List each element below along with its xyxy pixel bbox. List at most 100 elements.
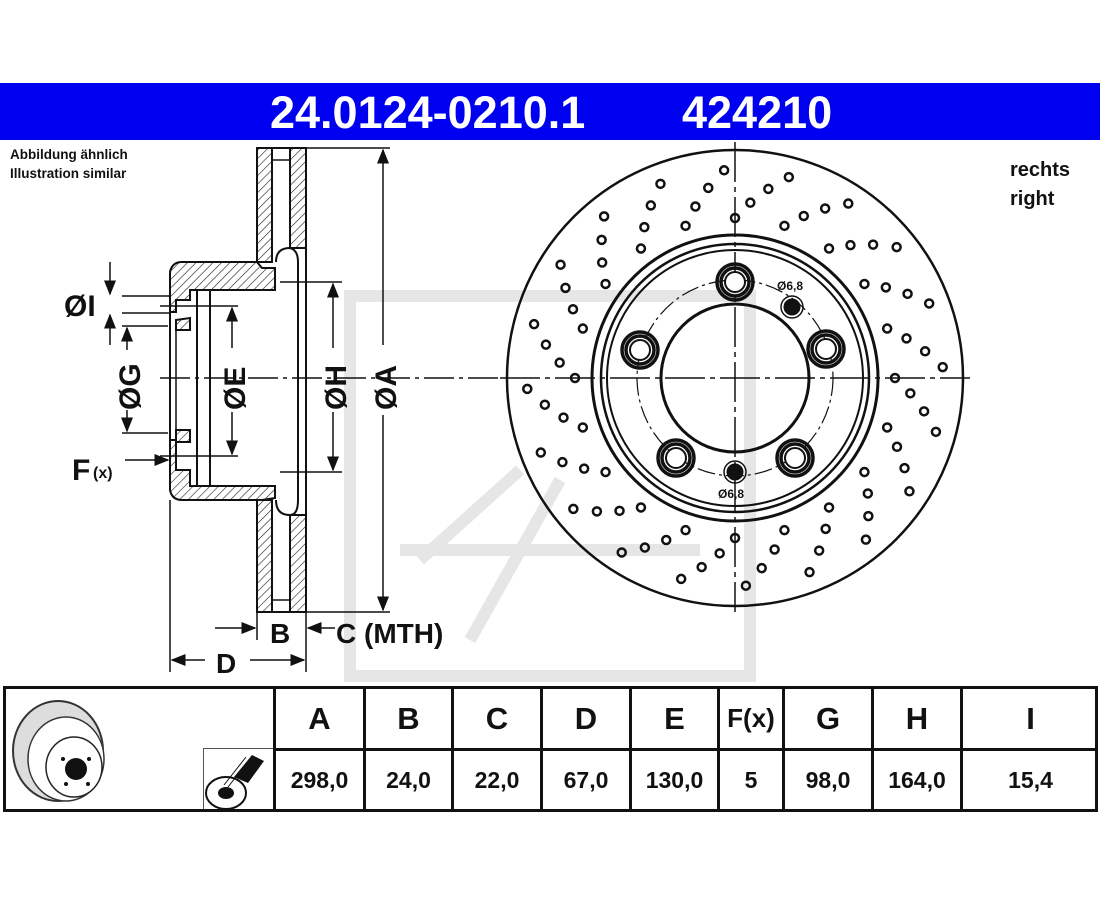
drilled-hole	[891, 441, 903, 453]
bolt-hole	[656, 438, 696, 478]
bolt-hole	[620, 330, 660, 370]
drilled-hole	[635, 502, 647, 513]
drilled-hole	[823, 243, 835, 254]
drilled-hole	[798, 210, 810, 222]
drilled-hole	[675, 573, 687, 585]
drilled-hole	[558, 412, 569, 423]
drilled-hole	[930, 426, 942, 438]
drilled-hole	[568, 503, 579, 515]
header-bar: 24.0124-0210.1 424210	[0, 83, 1100, 140]
table-value-6: 98,0	[782, 748, 871, 809]
label-dia-e: ØE	[219, 367, 252, 410]
drilled-hole	[899, 462, 910, 474]
table-header-4: E	[629, 689, 717, 748]
drilled-hole	[718, 165, 730, 176]
drilled-hole	[880, 282, 892, 293]
note-en: Illustration similar	[10, 166, 127, 181]
drilled-hole	[690, 201, 701, 212]
table-image-cell	[6, 689, 273, 810]
disc-cross-section	[169, 147, 307, 613]
label-f-sub: (x)	[93, 465, 113, 482]
drilled-hole	[919, 346, 931, 357]
drilled-hole	[639, 542, 651, 553]
watermark-logo	[344, 290, 756, 682]
drilled-hole	[714, 548, 725, 559]
dimension-labels: ØI ØG ØE ØH ØA F (x) B C (MTH) D	[64, 290, 443, 679]
table-value-7: 164,0	[871, 748, 960, 809]
drilled-hole	[660, 534, 672, 546]
drilled-hole	[555, 259, 566, 270]
drilled-hole	[554, 357, 565, 368]
spray-can-icon	[203, 748, 273, 810]
table-value-5: 5	[717, 748, 782, 809]
table-header-5: F(x)	[717, 689, 782, 748]
bolt-hole	[775, 438, 815, 478]
table-value-8: 15,4	[960, 748, 1098, 809]
technical-drawing: ØI ØG ØE ØH ØA F (x) B C (MTH) D Ø6,8 Ø6…	[64, 142, 970, 682]
drilled-hole	[881, 323, 893, 334]
drilled-hole	[863, 510, 874, 522]
drilled-hole	[560, 282, 571, 294]
drilled-hole	[557, 456, 568, 468]
drilled-hole	[600, 466, 611, 478]
drilled-hole	[881, 422, 893, 433]
table-header-7: H	[871, 689, 960, 748]
side-de: rechts	[1010, 159, 1071, 181]
drilled-hole	[522, 383, 533, 395]
label-dia-i: ØI	[64, 290, 96, 323]
table-value-3: 67,0	[540, 748, 629, 809]
drilled-hole	[600, 278, 611, 290]
dimension-lines	[104, 147, 500, 672]
label-dia-a: ØA	[370, 365, 403, 410]
drilled-hole	[680, 524, 691, 536]
drilled-hole	[591, 506, 603, 517]
drilled-hole	[845, 239, 856, 251]
drilled-hole	[823, 502, 835, 513]
table-header-1: B	[363, 689, 451, 748]
drilled-hole	[859, 466, 870, 478]
drilled-hole	[862, 488, 874, 499]
drilled-hole	[819, 203, 831, 214]
disc-front-view	[500, 142, 970, 612]
drilled-hole	[577, 422, 589, 433]
side-en: right	[1010, 188, 1055, 210]
table-value-1: 24,0	[363, 748, 451, 809]
drilled-hole	[639, 221, 650, 233]
drilled-hole	[578, 463, 590, 474]
label-b: B	[270, 618, 290, 649]
label-f: F	[72, 454, 90, 487]
note-de: Abbildung ähnlich	[10, 147, 128, 162]
drilled-hole	[904, 486, 915, 497]
drilled-hole	[696, 561, 707, 573]
bolt-hole	[724, 271, 746, 293]
drilled-hole	[680, 220, 691, 232]
drilled-hole	[616, 547, 627, 558]
side-label: rechts right	[1010, 156, 1092, 214]
bolt-hole	[810, 333, 842, 365]
label-c-mth: C (MTH)	[336, 618, 443, 649]
table-header-3: D	[540, 689, 629, 748]
table-header-2: C	[451, 689, 540, 748]
drilled-hole	[918, 406, 930, 417]
drilled-hole	[779, 220, 790, 232]
bolt-hole	[665, 447, 687, 469]
label-hole-2: Ø6,8	[718, 487, 744, 501]
drilled-hole	[577, 323, 589, 334]
drilled-hole	[769, 544, 780, 555]
drilled-hole	[860, 534, 872, 545]
brake-disc-icon	[12, 700, 105, 802]
label-dia-h: ØH	[320, 365, 353, 410]
drilled-hole	[567, 303, 579, 315]
table-value-2: 22,0	[451, 748, 540, 809]
drilled-hole	[902, 288, 913, 300]
drilled-hole	[598, 211, 610, 222]
drilled-hole	[614, 505, 625, 517]
illustration-note: Abbildung ähnlich Illustration similar	[10, 145, 128, 183]
ref-number: 424210	[682, 87, 833, 138]
label-dia-g: ØG	[114, 363, 147, 410]
drilled-hole	[779, 524, 790, 536]
drilled-hole	[905, 388, 916, 399]
drilled-hole	[740, 580, 752, 591]
drilled-hole	[635, 243, 647, 254]
